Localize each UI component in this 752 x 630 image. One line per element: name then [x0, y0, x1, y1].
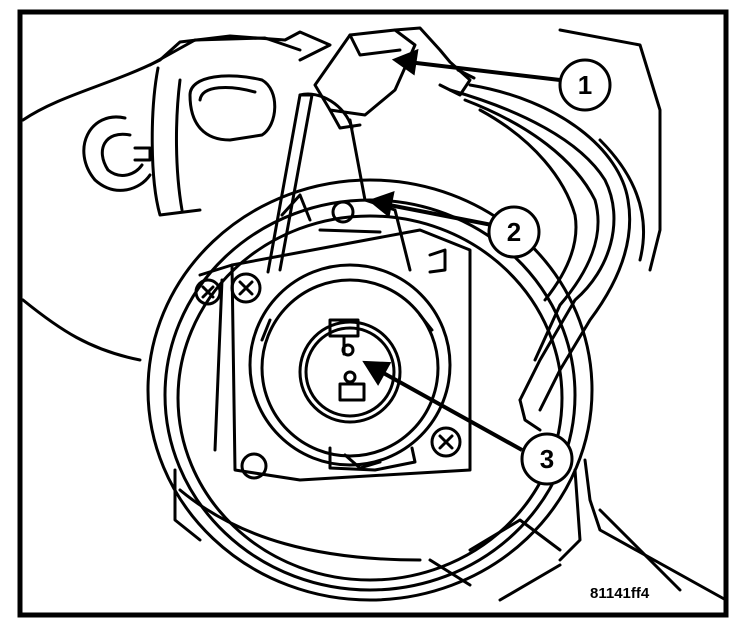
callout-2: 2 [487, 205, 541, 259]
figure-border [17, 9, 729, 618]
callout-3: 3 [520, 432, 574, 486]
callout-1: 1 [558, 58, 612, 112]
headlamp-housing-art [21, 26, 728, 602]
figure-id: 81141ff4 [590, 585, 650, 602]
callout-2-label: 2 [507, 217, 521, 247]
callout-3-label: 3 [540, 444, 554, 474]
callout-1-label: 1 [578, 70, 592, 100]
callout-leaders [362, 48, 561, 452]
